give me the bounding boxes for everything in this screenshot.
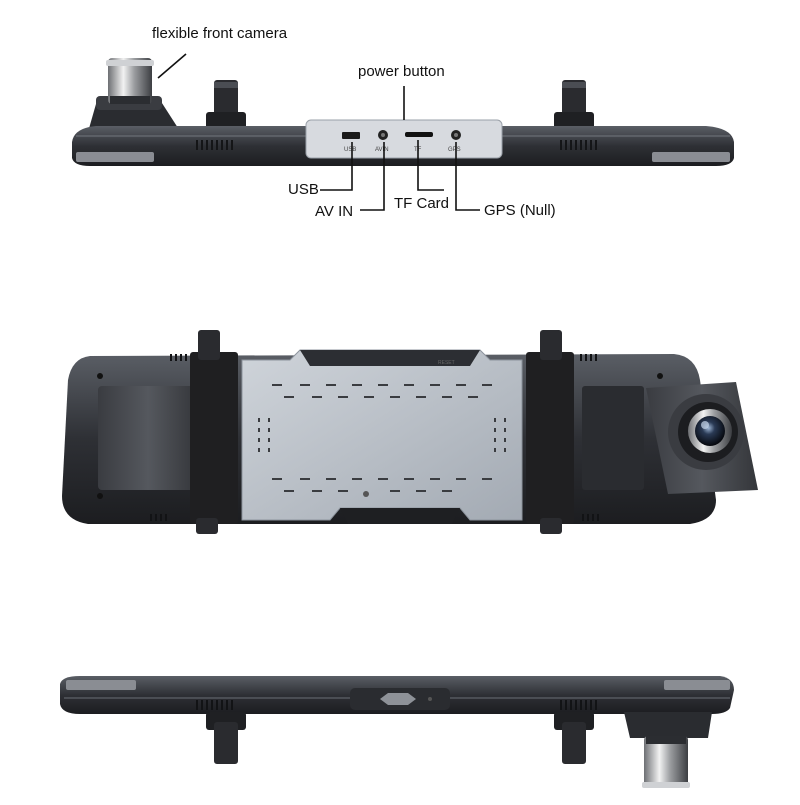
metal-back-plate <box>241 349 523 521</box>
top-left-clip <box>206 80 246 130</box>
leader-lines <box>157 53 480 211</box>
bottom-view <box>60 676 734 788</box>
reset-label: RESET <box>438 360 455 366</box>
leader-gps <box>455 142 480 211</box>
callout-tf-card: TF Card <box>394 195 450 212</box>
front-camera-barrel <box>106 58 154 104</box>
bottom-button <box>380 693 416 705</box>
right-dark-panel <box>582 386 644 490</box>
leader-av-in <box>360 142 385 211</box>
usb-port <box>342 132 360 139</box>
leader-front-camera <box>157 53 187 79</box>
callout-front-camera: flexible front camera <box>152 25 288 42</box>
top-right-clip <box>554 80 594 130</box>
left-brushed-panel <box>98 386 198 490</box>
callout-gps: GPS (Null) <box>484 202 556 219</box>
port-label-gps: GPS <box>448 147 461 153</box>
back-view: RESET <box>62 330 758 534</box>
left-rubber-strap <box>190 330 238 534</box>
port-label-avin: AVIN <box>375 147 389 153</box>
tf-card-slot <box>405 132 433 137</box>
right-rubber-strap <box>526 330 574 534</box>
bottom-camera <box>624 712 712 788</box>
leader-usb <box>320 142 353 191</box>
callout-power-button: power button <box>358 63 445 80</box>
leader-tf-card <box>417 140 444 191</box>
callout-usb: USB <box>288 181 319 198</box>
plate-slots <box>258 384 506 492</box>
top-view: USB AVIN TF GPS <box>72 53 734 211</box>
camera-lens <box>695 416 725 446</box>
rear-camera-module <box>646 382 758 494</box>
bottom-left-clip <box>206 712 246 764</box>
bottom-right-clip <box>554 712 594 764</box>
port-plate: USB AVIN TF GPS <box>305 119 503 159</box>
callout-av-in: AV IN <box>315 203 354 220</box>
port-label-usb: USB <box>344 147 356 153</box>
